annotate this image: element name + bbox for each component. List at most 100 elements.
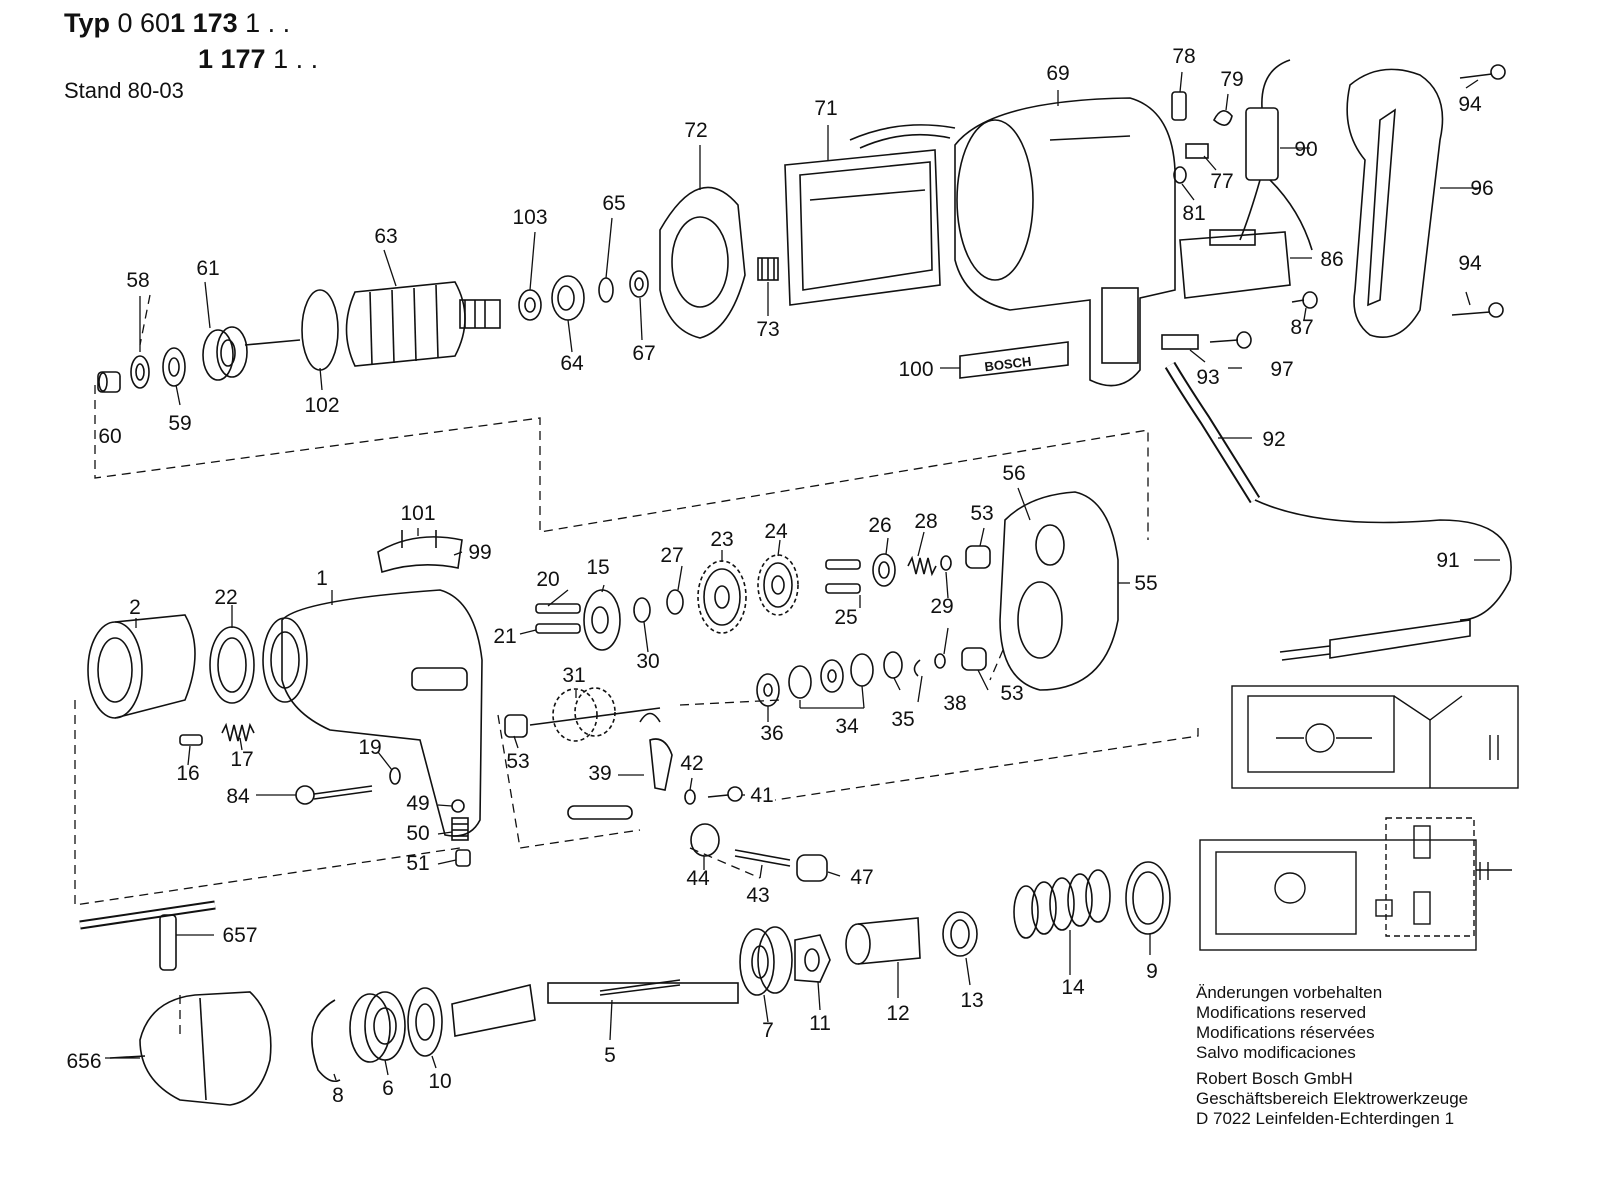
gear-15	[583, 589, 621, 651]
screw-41	[707, 786, 743, 802]
part-label-p23: 23	[710, 528, 733, 551]
part-label-p102: 102	[304, 394, 339, 417]
typ-line2-number: 1 177	[198, 44, 266, 74]
screw-43	[734, 849, 791, 867]
revision-stand: Stand 80-03	[64, 78, 184, 103]
bearing-53-mid	[961, 647, 987, 671]
part-label-p10: 10	[428, 1070, 451, 1093]
part-label-p87: 87	[1290, 316, 1313, 339]
washer-19	[389, 767, 401, 785]
armature-63	[244, 281, 501, 371]
gear-cover-55	[999, 491, 1119, 691]
clip-79	[1213, 110, 1233, 126]
part-label-p78: 78	[1172, 45, 1195, 68]
part-label-p13: 13	[960, 989, 983, 1012]
part-label-p101: 101	[400, 502, 435, 525]
terminal-78	[1171, 91, 1187, 121]
part-label-p41: 41	[750, 784, 773, 807]
part-label-p34: 34	[835, 715, 859, 738]
part-label-p53a: 53	[970, 502, 993, 525]
screw-51	[455, 849, 471, 867]
typ-line2-suffix: 1 . .	[265, 44, 319, 74]
switch-86	[1179, 229, 1291, 299]
pin-16	[179, 734, 203, 746]
part-label-p27: 27	[660, 544, 683, 567]
nut-11	[794, 934, 831, 983]
typ-line1-suffix: 1 . .	[237, 8, 291, 38]
part-label-p91: 91	[1436, 549, 1459, 572]
part-label-p55: 55	[1134, 572, 1157, 595]
company-division: Geschäftsbereich Elektrowerkzeuge	[1196, 1089, 1469, 1108]
part-label-p64: 64	[560, 352, 584, 375]
company-address: D 7022 Leinfelden-Echterdingen 1	[1196, 1109, 1455, 1128]
part-label-p79: 79	[1220, 68, 1243, 91]
part-label-p49: 49	[406, 792, 429, 815]
shaft-31	[504, 687, 661, 742]
part-label-p14: 14	[1061, 976, 1085, 999]
ring-22	[209, 626, 255, 704]
spindle-5	[451, 979, 739, 1037]
screw-97	[1209, 331, 1252, 349]
part-label-p53b: 53	[1000, 682, 1023, 705]
part-label-p65: 65	[602, 192, 625, 215]
knob-44	[690, 823, 720, 857]
part-label-p657: 657	[222, 924, 257, 947]
part-label-p31: 31	[562, 664, 585, 687]
part-label-p30: 30	[636, 650, 659, 673]
gear-23	[697, 560, 747, 634]
screw-73	[757, 257, 779, 281]
notice-french: Modifications réservées	[1196, 1023, 1375, 1042]
part-label-p77: 77	[1210, 170, 1233, 193]
part-label-p50: 50	[406, 822, 429, 845]
screw-81	[1173, 166, 1187, 184]
model-type-line-2: 1 177 1 . .	[198, 44, 318, 75]
typ-label: Typ	[64, 8, 110, 38]
spring-50	[451, 817, 469, 841]
part-label-p58: 58	[126, 269, 149, 292]
part-label-p90: 90	[1294, 138, 1317, 161]
part-label-p11: 11	[809, 1012, 831, 1035]
part-label-p35: 35	[891, 708, 914, 731]
ball-bearing-7	[739, 926, 793, 996]
notice-spanish: Salvo modificaciones	[1196, 1043, 1356, 1062]
wiring-diagram-2	[1199, 817, 1512, 951]
part-label-p43: 43	[746, 884, 769, 907]
part-label-p103: 103	[512, 206, 547, 229]
circlip-38	[913, 659, 921, 677]
power-cord-91	[1254, 499, 1512, 621]
part-label-p7: 7	[762, 1019, 774, 1042]
part-label-p5: 5	[604, 1044, 616, 1067]
cap-13	[942, 911, 978, 957]
chuck-key-657	[79, 900, 216, 971]
handle-96	[1346, 68, 1444, 339]
company-name: Robert Bosch GmbH	[1196, 1069, 1353, 1088]
part-label-p42: 42	[680, 752, 703, 775]
cover-99	[377, 536, 463, 574]
circlip-8	[311, 999, 341, 1083]
bearing-53-top	[965, 545, 991, 569]
part-label-p1: 1	[316, 567, 328, 590]
screw-84	[295, 785, 373, 805]
ball-49	[451, 799, 465, 813]
cable-92	[1164, 361, 1261, 504]
part-label-p86: 86	[1320, 248, 1343, 271]
notice-german: Änderungen vorbehalten	[1196, 983, 1383, 1002]
washer-30	[633, 597, 651, 623]
part-label-p26: 26	[868, 514, 891, 537]
part-label-p19: 19	[358, 736, 381, 759]
screw-94b	[1451, 302, 1504, 318]
washer-58	[130, 355, 150, 389]
part-label-p47: 47	[850, 866, 873, 889]
part-label-p6: 6	[382, 1077, 394, 1100]
washer-35	[883, 651, 903, 679]
part-label-p81: 81	[1182, 202, 1205, 225]
part-label-p9: 9	[1146, 960, 1158, 983]
part-label-p99: 99	[468, 541, 491, 564]
part-label-p59: 59	[168, 412, 191, 435]
assembly-guide-lines	[74, 294, 1199, 1040]
screw-94a	[1459, 64, 1506, 80]
screw-87	[1291, 291, 1318, 309]
